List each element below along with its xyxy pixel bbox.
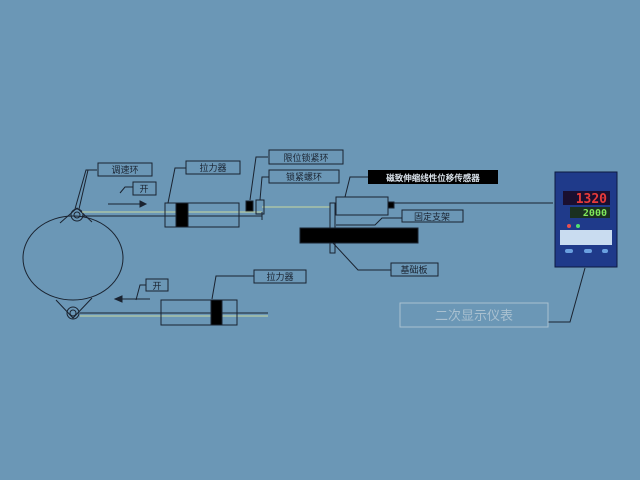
label-tension-bottom: 拉力器	[266, 271, 293, 283]
meter-button-left[interactable]	[565, 249, 573, 253]
wheel	[22, 215, 124, 301]
label-sensor: 磁致伸缩线性位移传感器	[386, 173, 480, 184]
base-plate	[299, 227, 419, 244]
meter-button-down[interactable]	[584, 249, 592, 253]
label-open-top: 开	[139, 184, 148, 195]
label-limit-ring: 限位锁紧环	[283, 152, 328, 164]
meter-button-up[interactable]	[602, 249, 608, 253]
label-open-bottom: 开	[152, 281, 161, 292]
sv-readout: 2000	[583, 208, 607, 219]
limit-lock-ring	[245, 200, 254, 212]
label-bracket: 固定支架	[414, 211, 450, 223]
label-lock-ring: 锁紧螺环	[286, 171, 322, 183]
display-meter: 1320 2000	[554, 171, 618, 268]
tension-device-top	[164, 202, 240, 228]
label-speed-ring: 调速环	[111, 165, 138, 176]
pv-readout: 1320	[576, 192, 607, 207]
label-display: 二次显示仪表	[435, 308, 513, 324]
tension-device-bottom	[160, 299, 238, 326]
label-tension-top: 拉力器	[199, 162, 226, 174]
label-base-plate: 基础板	[400, 264, 427, 276]
sensor-body	[335, 196, 389, 216]
